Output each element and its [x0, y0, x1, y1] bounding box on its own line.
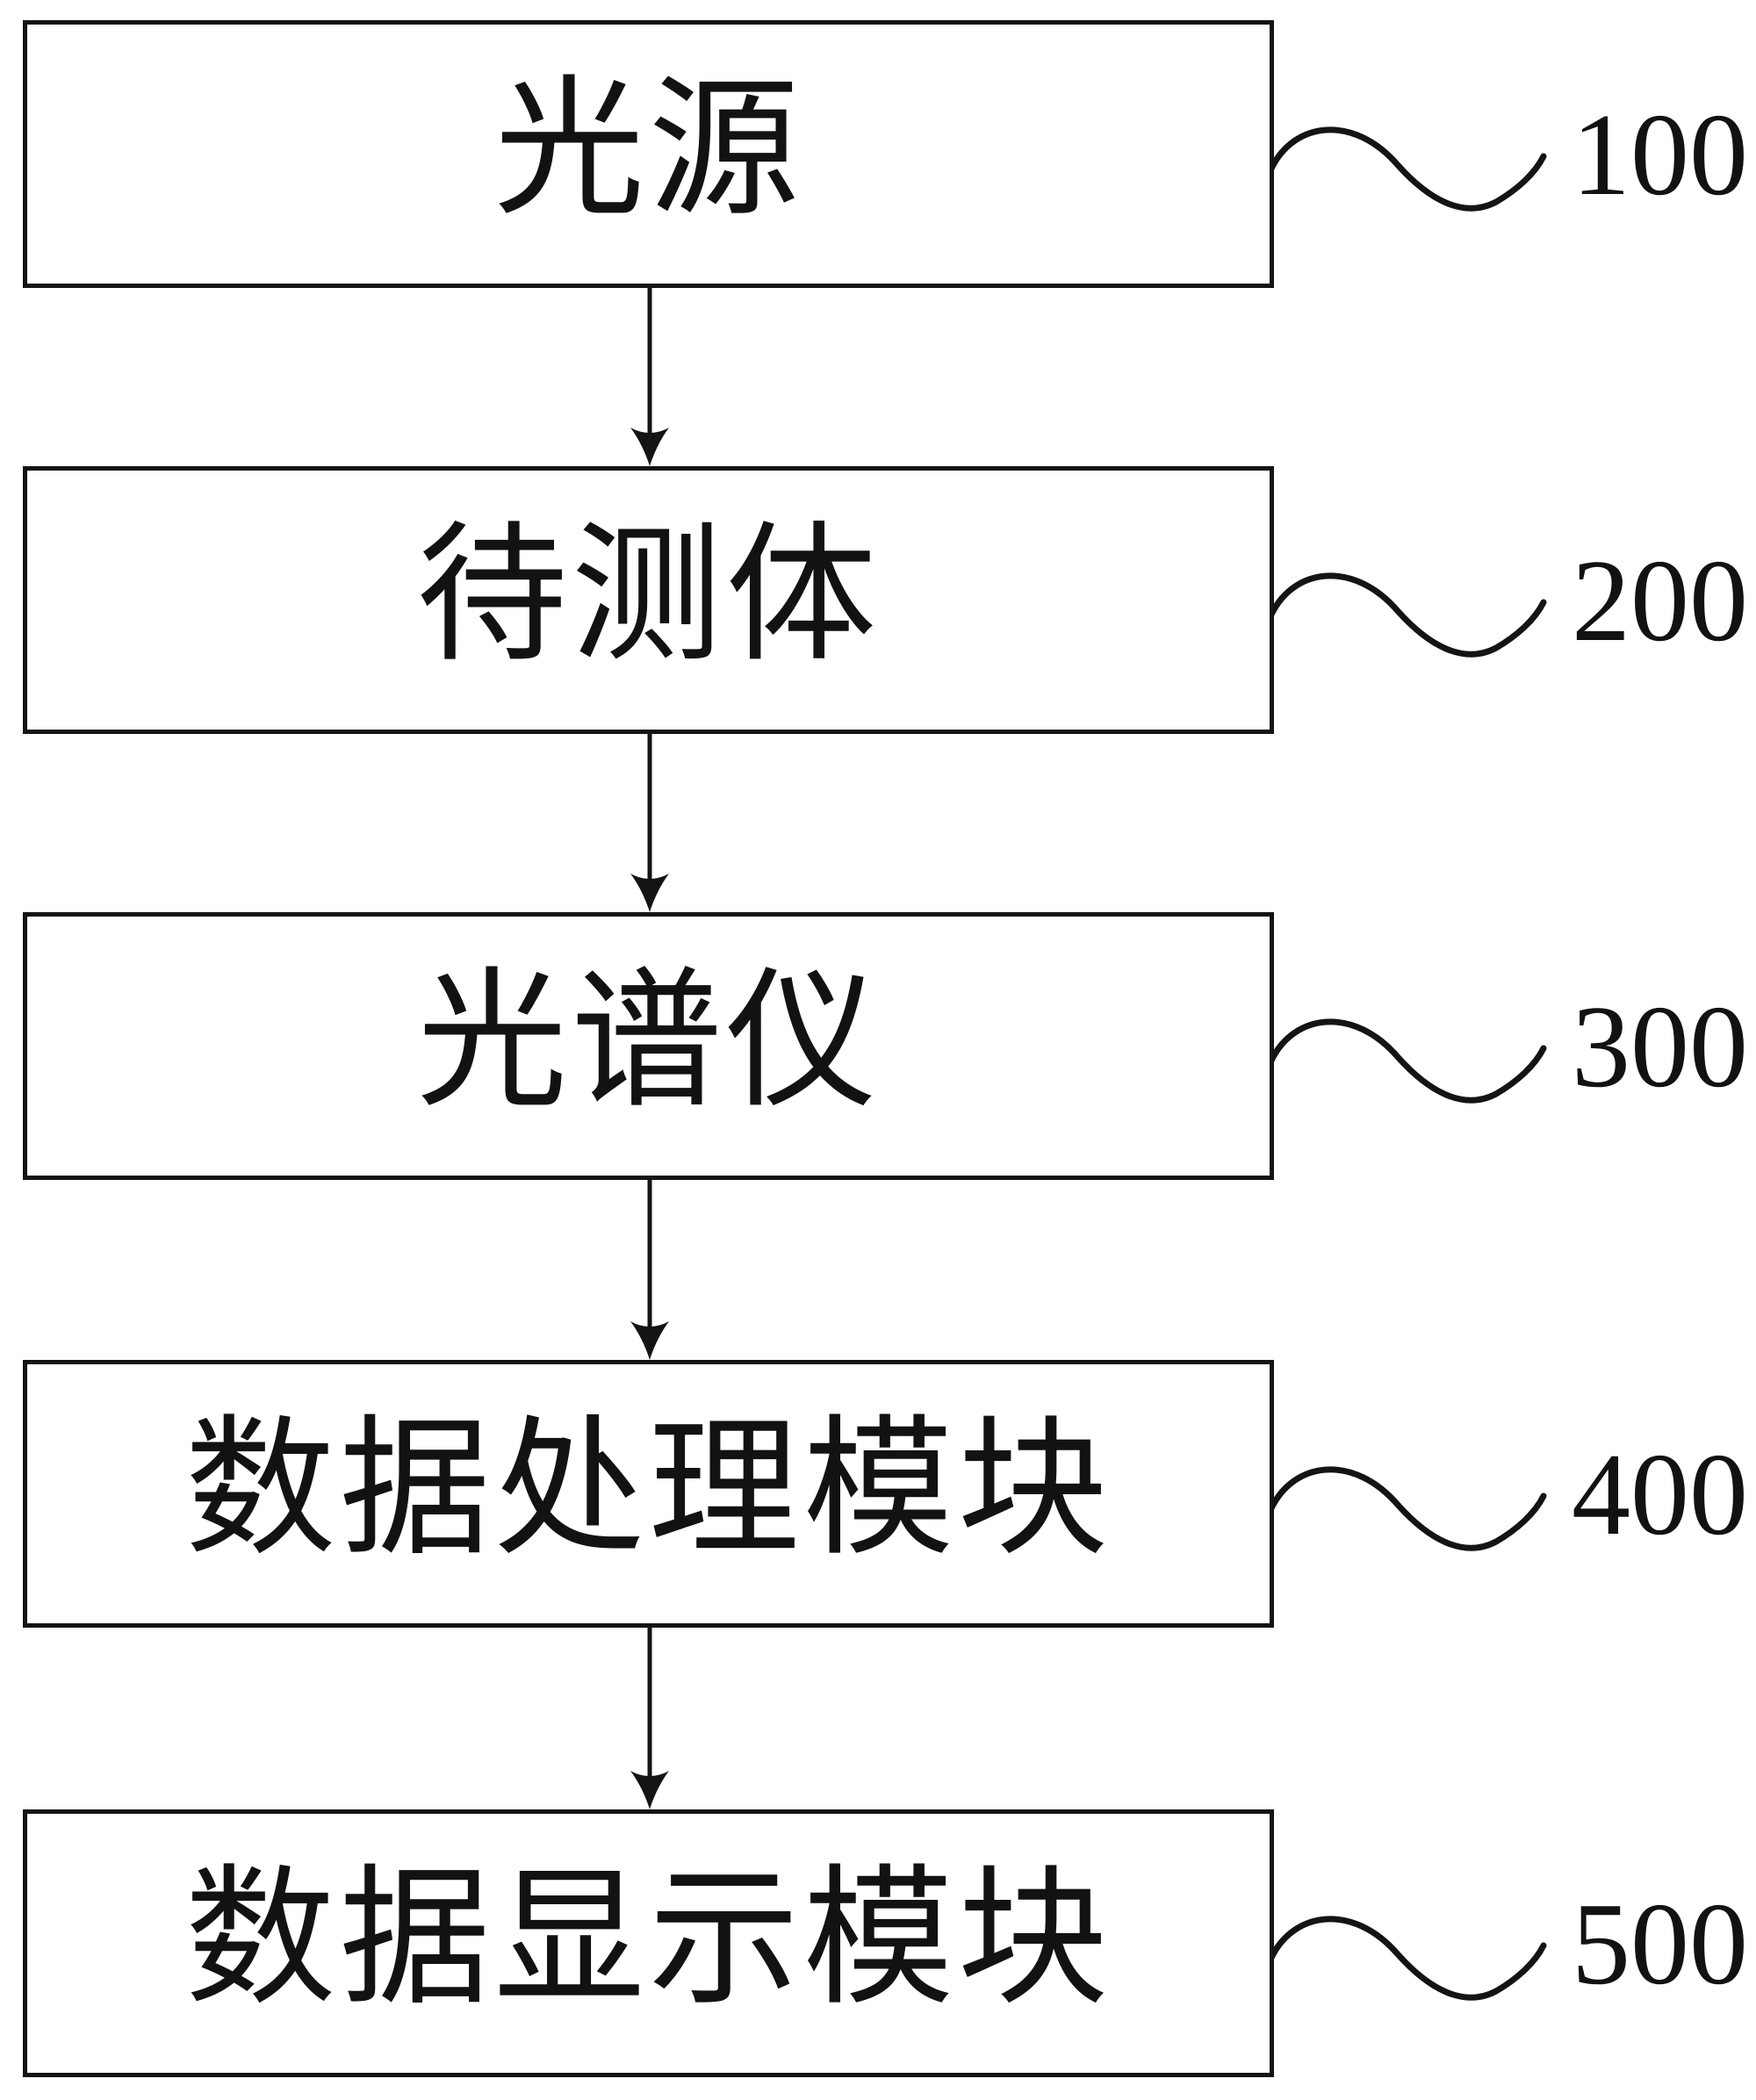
flow-arrow [630, 1180, 669, 1360]
reference-number: 200 [1572, 535, 1748, 665]
flow-arrow [630, 288, 669, 466]
reference-connector-squiggle [1270, 1466, 1547, 1551]
module-box-data-processing: 数据处理模块 [23, 1360, 1274, 1628]
module-label: 数据处理模块 [184, 1406, 1112, 1574]
module-label: 待测体 [416, 513, 881, 680]
reference-number: 500 [1572, 1878, 1748, 2009]
module-label: 数据显示模块 [184, 1856, 1112, 2024]
module-box-data-display: 数据显示模块 [23, 1809, 1274, 2077]
module-label: 光源 [493, 67, 803, 234]
reference-connector-squiggle [1270, 1916, 1547, 2001]
module-box-object-under-test: 待测体 [23, 466, 1274, 734]
module-box-light-source: 光源 [23, 20, 1274, 288]
reference-number: 300 [1572, 981, 1748, 1111]
reference-connector-squiggle [1270, 572, 1547, 658]
reference-connector-squiggle [1270, 1018, 1547, 1104]
flow-arrow [630, 1628, 669, 1809]
module-box-spectrometer: 光谱仪 [23, 912, 1274, 1180]
flow-arrow [630, 734, 669, 912]
reference-connector-squiggle [1270, 126, 1547, 212]
reference-number: 100 [1572, 89, 1748, 219]
reference-number: 400 [1572, 1428, 1748, 1559]
module-label: 光谱仪 [416, 959, 881, 1126]
